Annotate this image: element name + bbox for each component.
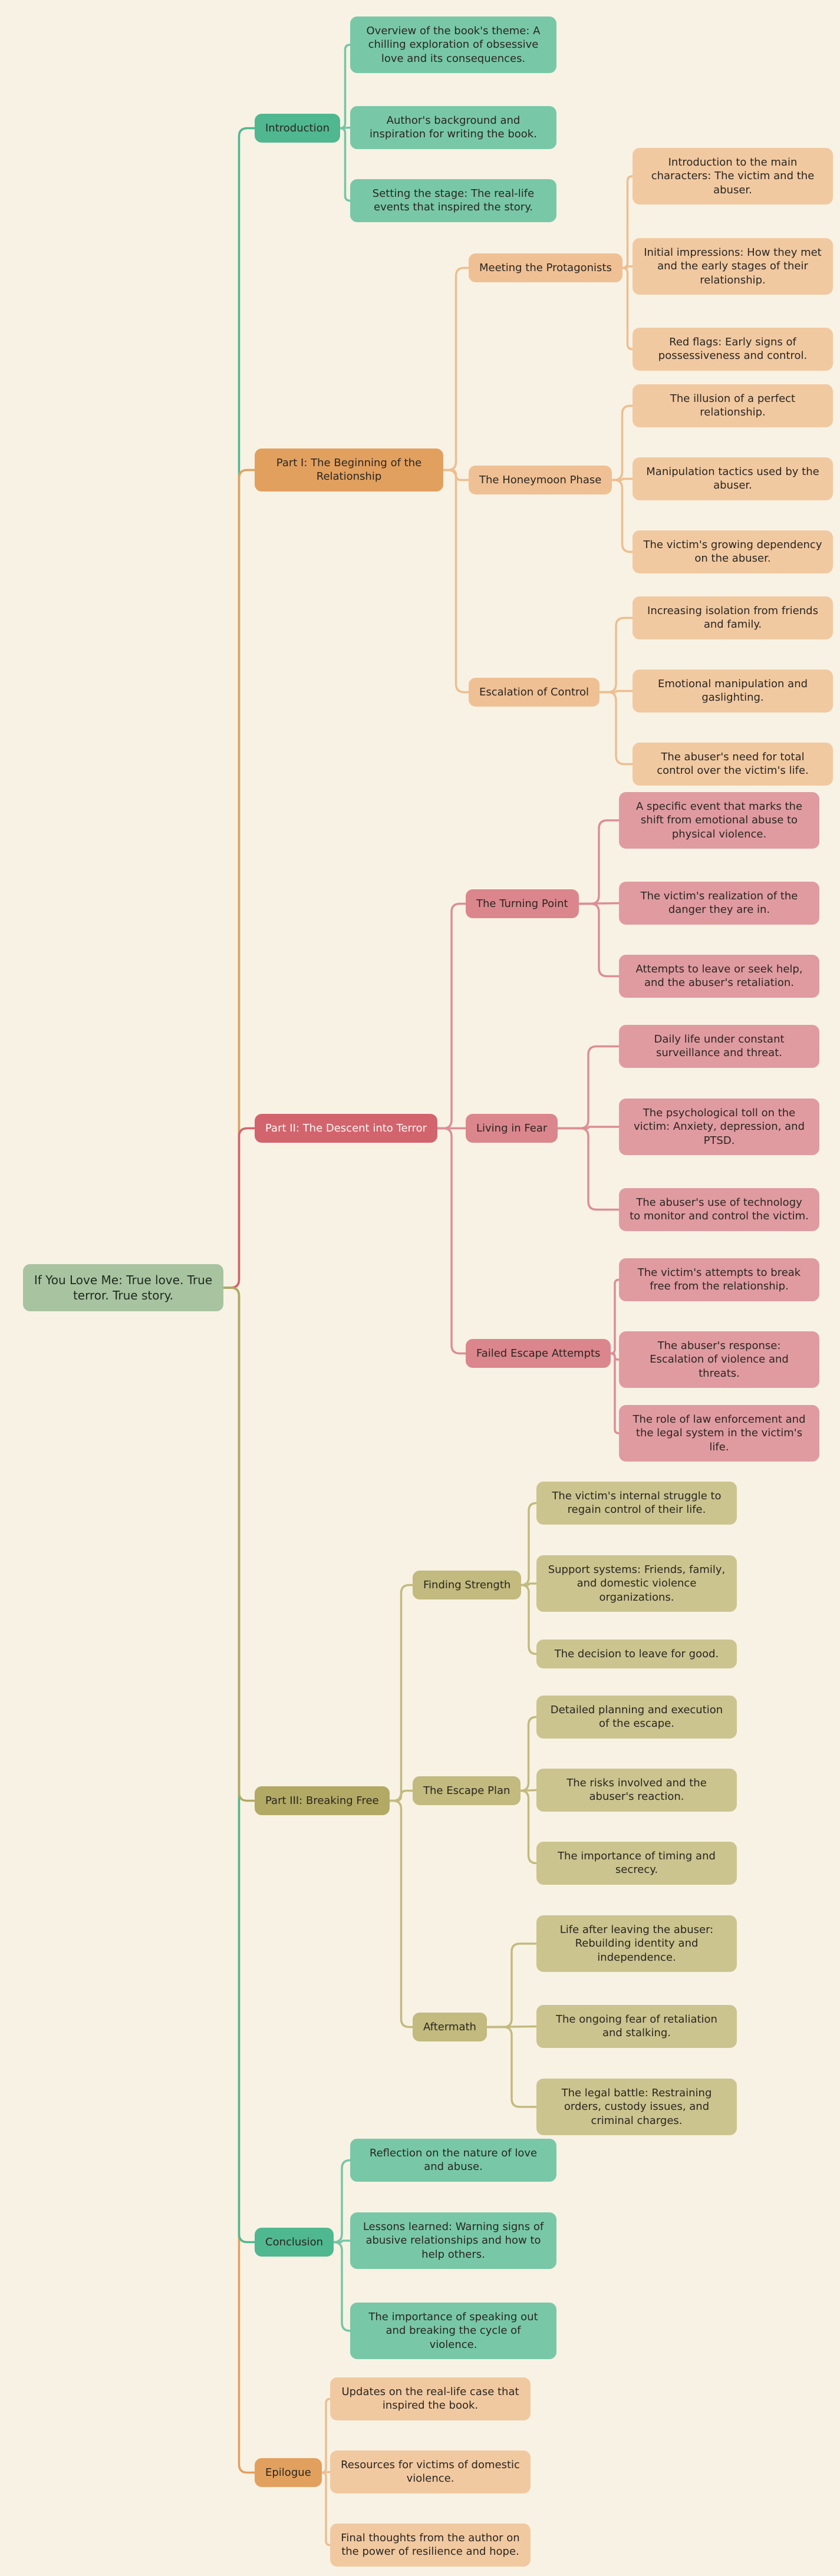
subtopic-finding-strength[interactable]: Finding Strength (413, 1571, 522, 1600)
leaf-node[interactable]: Life after leaving the abuser: Rebuildin… (536, 1915, 737, 1973)
leaf-node[interactable]: Daily life under constant surveillance a… (619, 1025, 819, 1068)
leaf-node[interactable]: Setting the stage: The real-life events … (350, 179, 556, 222)
leaf-node[interactable]: The risks involved and the abuser's reac… (536, 1769, 737, 1812)
leaf-node[interactable]: The importance of speaking out and break… (350, 2303, 556, 2360)
leaf-node[interactable]: The psychological toll on the victim: An… (619, 1099, 819, 1156)
leaf-node[interactable]: Detailed planning and execution of the e… (536, 1696, 737, 1739)
leaf-node[interactable]: The victim's internal struggle to regain… (536, 1482, 737, 1525)
leaf-node[interactable]: Initial impressions: How they met and th… (633, 238, 833, 295)
leaf-node[interactable]: The ongoing fear of retaliation and stal… (536, 2005, 737, 2048)
subtopic-aftermath[interactable]: Aftermath (413, 2013, 487, 2042)
leaf-node[interactable]: Introduction to the main characters: The… (633, 148, 833, 205)
leaf-node[interactable]: The abuser's need for total control over… (633, 743, 833, 786)
subtopic-the-honeymoon-phase[interactable]: The Honeymoon Phase (469, 466, 612, 495)
branch-part-2[interactable]: Part II: The Descent into Terror (255, 1114, 438, 1143)
leaf-node[interactable]: The victim's attempts to break free from… (619, 1258, 819, 1301)
leaf-node[interactable]: Increasing isolation from friends and fa… (633, 596, 833, 639)
subtopic-the-escape-plan[interactable]: The Escape Plan (413, 1776, 521, 1806)
leaf-node[interactable]: Updates on the real-life case that inspi… (330, 2377, 531, 2420)
leaf-node[interactable]: The legal battle: Restraining orders, cu… (536, 2079, 737, 2136)
leaf-node[interactable]: The abuser's use of technology to monito… (619, 1188, 819, 1231)
leaf-node[interactable]: The victim's realization of the danger t… (619, 882, 819, 925)
subtopic-escalation-of-control[interactable]: Escalation of Control (469, 678, 600, 707)
branch-conclusion[interactable]: Conclusion (255, 2228, 334, 2257)
leaf-node[interactable]: Emotional manipulation and gaslighting. (633, 669, 833, 713)
leaf-node[interactable]: Manipulation tactics used by the abuser. (633, 457, 833, 500)
leaf-node[interactable]: Final thoughts from the author on the po… (330, 2524, 531, 2567)
branch-part-1[interactable]: Part I: The Beginning of the Relationshi… (255, 448, 443, 492)
leaf-node[interactable]: A specific event that marks the shift fr… (619, 792, 819, 849)
leaf-node[interactable]: The decision to leave for good. (536, 1640, 737, 1669)
subtopic-meeting-the-protagonists[interactable]: Meeting the Protagonists (469, 253, 622, 283)
branch-epilogue[interactable]: Epilogue (255, 2458, 322, 2488)
leaf-node[interactable]: The role of law enforcement and the lega… (619, 1405, 819, 1462)
subtopic-living-in-fear[interactable]: Living in Fear (466, 1114, 558, 1143)
leaf-node[interactable]: Resources for victims of domestic violen… (330, 2450, 531, 2493)
leaf-node[interactable]: Overview of the book's theme: A chilling… (350, 17, 556, 74)
leaf-node[interactable]: Red flags: Early signs of possessiveness… (633, 328, 833, 371)
leaf-node[interactable]: Support systems: Friends, family, and do… (536, 1555, 737, 1612)
leaf-node[interactable]: The importance of timing and secrecy. (536, 1842, 737, 1885)
leaf-node[interactable]: The abuser's response: Escalation of vio… (619, 1331, 819, 1388)
leaf-node[interactable]: Author's background and inspiration for … (350, 106, 556, 149)
leaf-node[interactable]: Attempts to leave or seek help, and the … (619, 955, 819, 998)
subtopic-the-turning-point[interactable]: The Turning Point (466, 889, 579, 919)
branch-introduction[interactable]: Introduction (255, 114, 341, 143)
leaf-node[interactable]: Reflection on the nature of love and abu… (350, 2139, 556, 2182)
subtopic-failed-escape-attempts[interactable]: Failed Escape Attempts (466, 1339, 611, 1368)
leaf-node[interactable]: The illusion of a perfect relationship. (633, 384, 833, 427)
root-topic[interactable]: If You Love Me: True love. True terror. … (23, 1264, 223, 1311)
leaf-node[interactable]: Lessons learned: Warning signs of abusiv… (350, 2212, 556, 2270)
branch-part-3[interactable]: Part III: Breaking Free (255, 1786, 390, 1816)
leaf-node[interactable]: The victim's growing dependency on the a… (633, 530, 833, 573)
